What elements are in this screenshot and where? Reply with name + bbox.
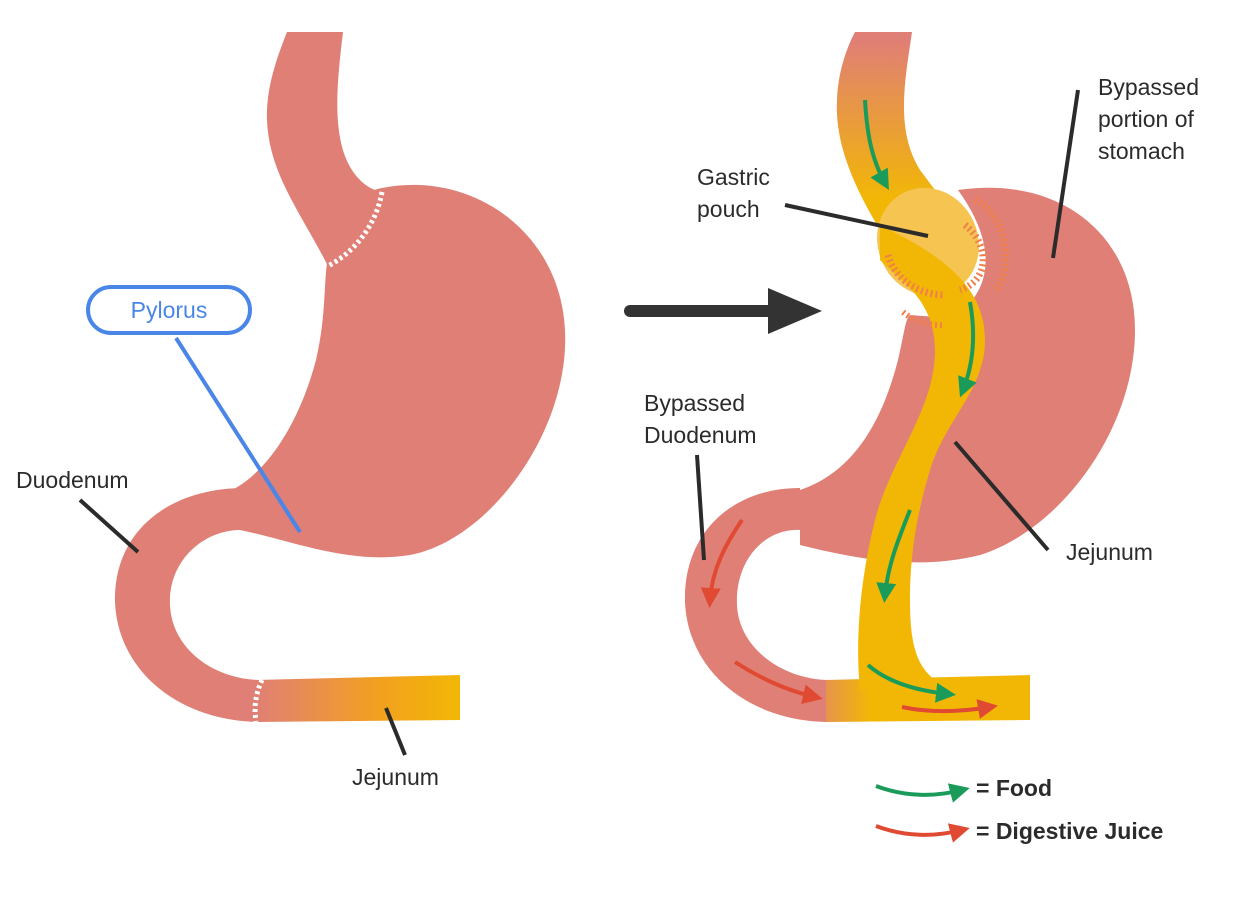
jejunum-label-right: Jejunum xyxy=(1066,539,1153,565)
bypassed-duodenum xyxy=(684,488,830,722)
juice-arrow-1 xyxy=(700,518,744,608)
legend-food-label: = Food xyxy=(976,775,1053,801)
esophagus-right xyxy=(836,32,950,230)
pylorus-label-box: Pylorus xyxy=(86,285,252,335)
gastroesophageal-junction xyxy=(326,191,385,269)
bypassed-duodenum-label: Bypassed Duodenum xyxy=(644,390,757,448)
bypassed-stomach-leader xyxy=(1051,89,1080,259)
jejunum-leader-right xyxy=(953,440,1050,552)
jejunum xyxy=(255,675,460,722)
jejunum-leader-left xyxy=(384,707,407,756)
juice-arrow-2 xyxy=(733,660,823,705)
food-arrow-3 xyxy=(876,509,912,603)
food-arrow-1 xyxy=(863,99,889,190)
gastric-pouch-leader xyxy=(784,203,929,238)
duodenum xyxy=(114,488,262,722)
bypassed-stomach-label: Bypassed portion of stomach xyxy=(1098,74,1200,164)
gastric-pouch-label: Gastric pouch xyxy=(697,164,770,222)
legend-juice-label: = Digestive Juice xyxy=(976,818,1164,844)
juice-arrow-3 xyxy=(901,699,998,719)
food-arrow-4 xyxy=(866,663,956,703)
bypassed-duodenum-leader xyxy=(695,454,706,561)
duodenum-leader xyxy=(78,498,140,554)
legend-juice-arrow xyxy=(875,823,970,843)
staple-line-stomach xyxy=(973,196,1009,293)
duodenum-label: Duodenum xyxy=(16,467,129,493)
legend xyxy=(875,783,970,843)
legend-food-arrow xyxy=(875,783,970,803)
jejunum-common-limb xyxy=(826,675,1030,722)
pylorus-label: Pylorus xyxy=(130,296,208,323)
pylorus-leader xyxy=(174,336,302,534)
right-arrow-icon xyxy=(624,288,822,334)
bypass-anatomy xyxy=(684,32,1135,722)
normal-anatomy xyxy=(78,32,566,756)
stomach xyxy=(232,184,566,558)
food-arrow-2 xyxy=(958,301,977,398)
jejunum-label-left: Jejunum xyxy=(352,764,439,790)
staple-line-pouch xyxy=(958,222,987,294)
staple-line-lower xyxy=(901,309,946,329)
